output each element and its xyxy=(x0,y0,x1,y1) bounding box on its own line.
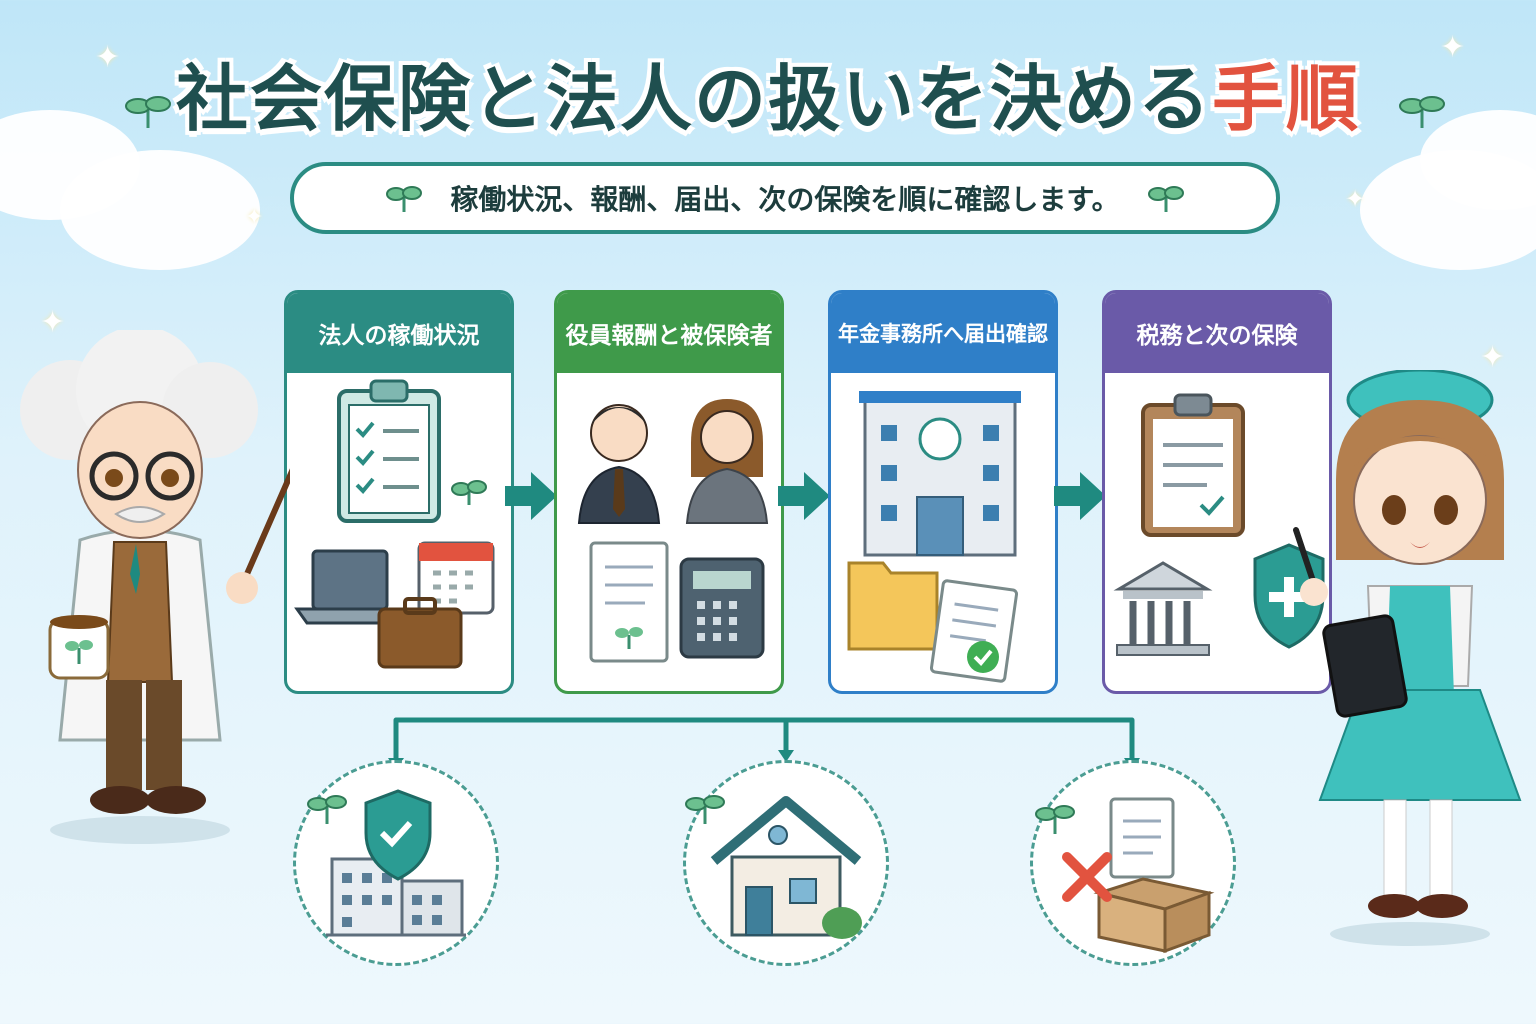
businesswoman-icon xyxy=(685,399,769,524)
laptop-icon xyxy=(294,549,406,625)
page-title: 社会保険と法人の扱いを決める手順 xyxy=(0,40,1536,145)
professor-character xyxy=(20,330,290,844)
step-1-title: 法人の稼働状況 xyxy=(287,293,511,373)
arrow-right-icon xyxy=(778,472,830,520)
step-2-title: 役員報酬と被保険者 xyxy=(557,293,781,373)
step-card-2: 役員報酬と被保険者 xyxy=(554,290,784,694)
document-check-icon xyxy=(929,579,1019,683)
sparkle-icon: ✦ xyxy=(95,40,121,75)
sparkle-icon: ✦ xyxy=(245,205,264,230)
sprout-icon xyxy=(451,480,487,505)
step-2-illustration xyxy=(577,399,769,663)
arrow-right-icon xyxy=(1054,472,1106,520)
arrow-right-icon xyxy=(505,472,557,520)
girl-character xyxy=(1293,370,1522,946)
sprout-icon xyxy=(307,795,347,824)
step-4-illustration xyxy=(1113,393,1325,656)
title-main: 社会保険と法人の扱いを決める xyxy=(175,57,1212,141)
sparkle-icon: ✦ xyxy=(1440,30,1466,65)
step-1-illustration xyxy=(294,379,495,669)
sprout-icon xyxy=(125,96,171,128)
subtitle-text: 稼働状況、報酬、届出、次の保険を順に確認します。 xyxy=(450,183,1120,216)
sprout-icon xyxy=(1035,805,1075,834)
folder-icon xyxy=(847,561,939,651)
title-accent: 手順 xyxy=(1212,57,1361,141)
step-3-title: 年金事務所へ届出確認 xyxy=(831,293,1055,373)
outcome-circle-1 xyxy=(293,760,499,966)
businessman-icon xyxy=(577,404,661,524)
clipboard-checklist-icon xyxy=(337,379,441,523)
outcome-circle-3 xyxy=(1030,760,1236,966)
document-icon xyxy=(589,541,669,663)
shield-plus-icon xyxy=(1253,543,1325,649)
government-building-icon xyxy=(1113,561,1213,656)
sparkle-icon: ✦ xyxy=(1345,185,1366,213)
sparkle-icon: ✦ xyxy=(40,305,66,340)
step-card-3: 年金事務所へ届出確認 xyxy=(828,290,1058,694)
step-3-illustration xyxy=(847,391,1021,683)
step-card-4: 税務と次の保険 xyxy=(1102,290,1332,694)
house-icon xyxy=(710,796,862,939)
sprout-icon xyxy=(1147,186,1184,212)
outcome-circle-2 xyxy=(683,760,889,966)
briefcase-icon xyxy=(377,597,463,669)
branch-connector xyxy=(388,717,1140,770)
subtitle-banner: 稼働状況、報酬、届出、次の保険を順に確認します。 xyxy=(290,162,1280,234)
sprout-icon xyxy=(685,795,725,824)
step-card-1: 法人の稼働状況 xyxy=(284,290,514,694)
office-building-icon xyxy=(859,391,1021,557)
shield-building-icon xyxy=(326,789,466,937)
clipboard-check-icon xyxy=(1141,393,1245,537)
cloud xyxy=(60,150,260,270)
document-cancel-box-icon xyxy=(1062,797,1215,954)
sprout-icon xyxy=(386,186,423,212)
calculator-icon xyxy=(679,557,765,659)
calendar-icon xyxy=(417,541,495,615)
sparkle-icon: ✦ xyxy=(1480,340,1506,375)
sprout-icon xyxy=(1399,96,1445,128)
step-4-title: 税務と次の保険 xyxy=(1105,293,1329,373)
